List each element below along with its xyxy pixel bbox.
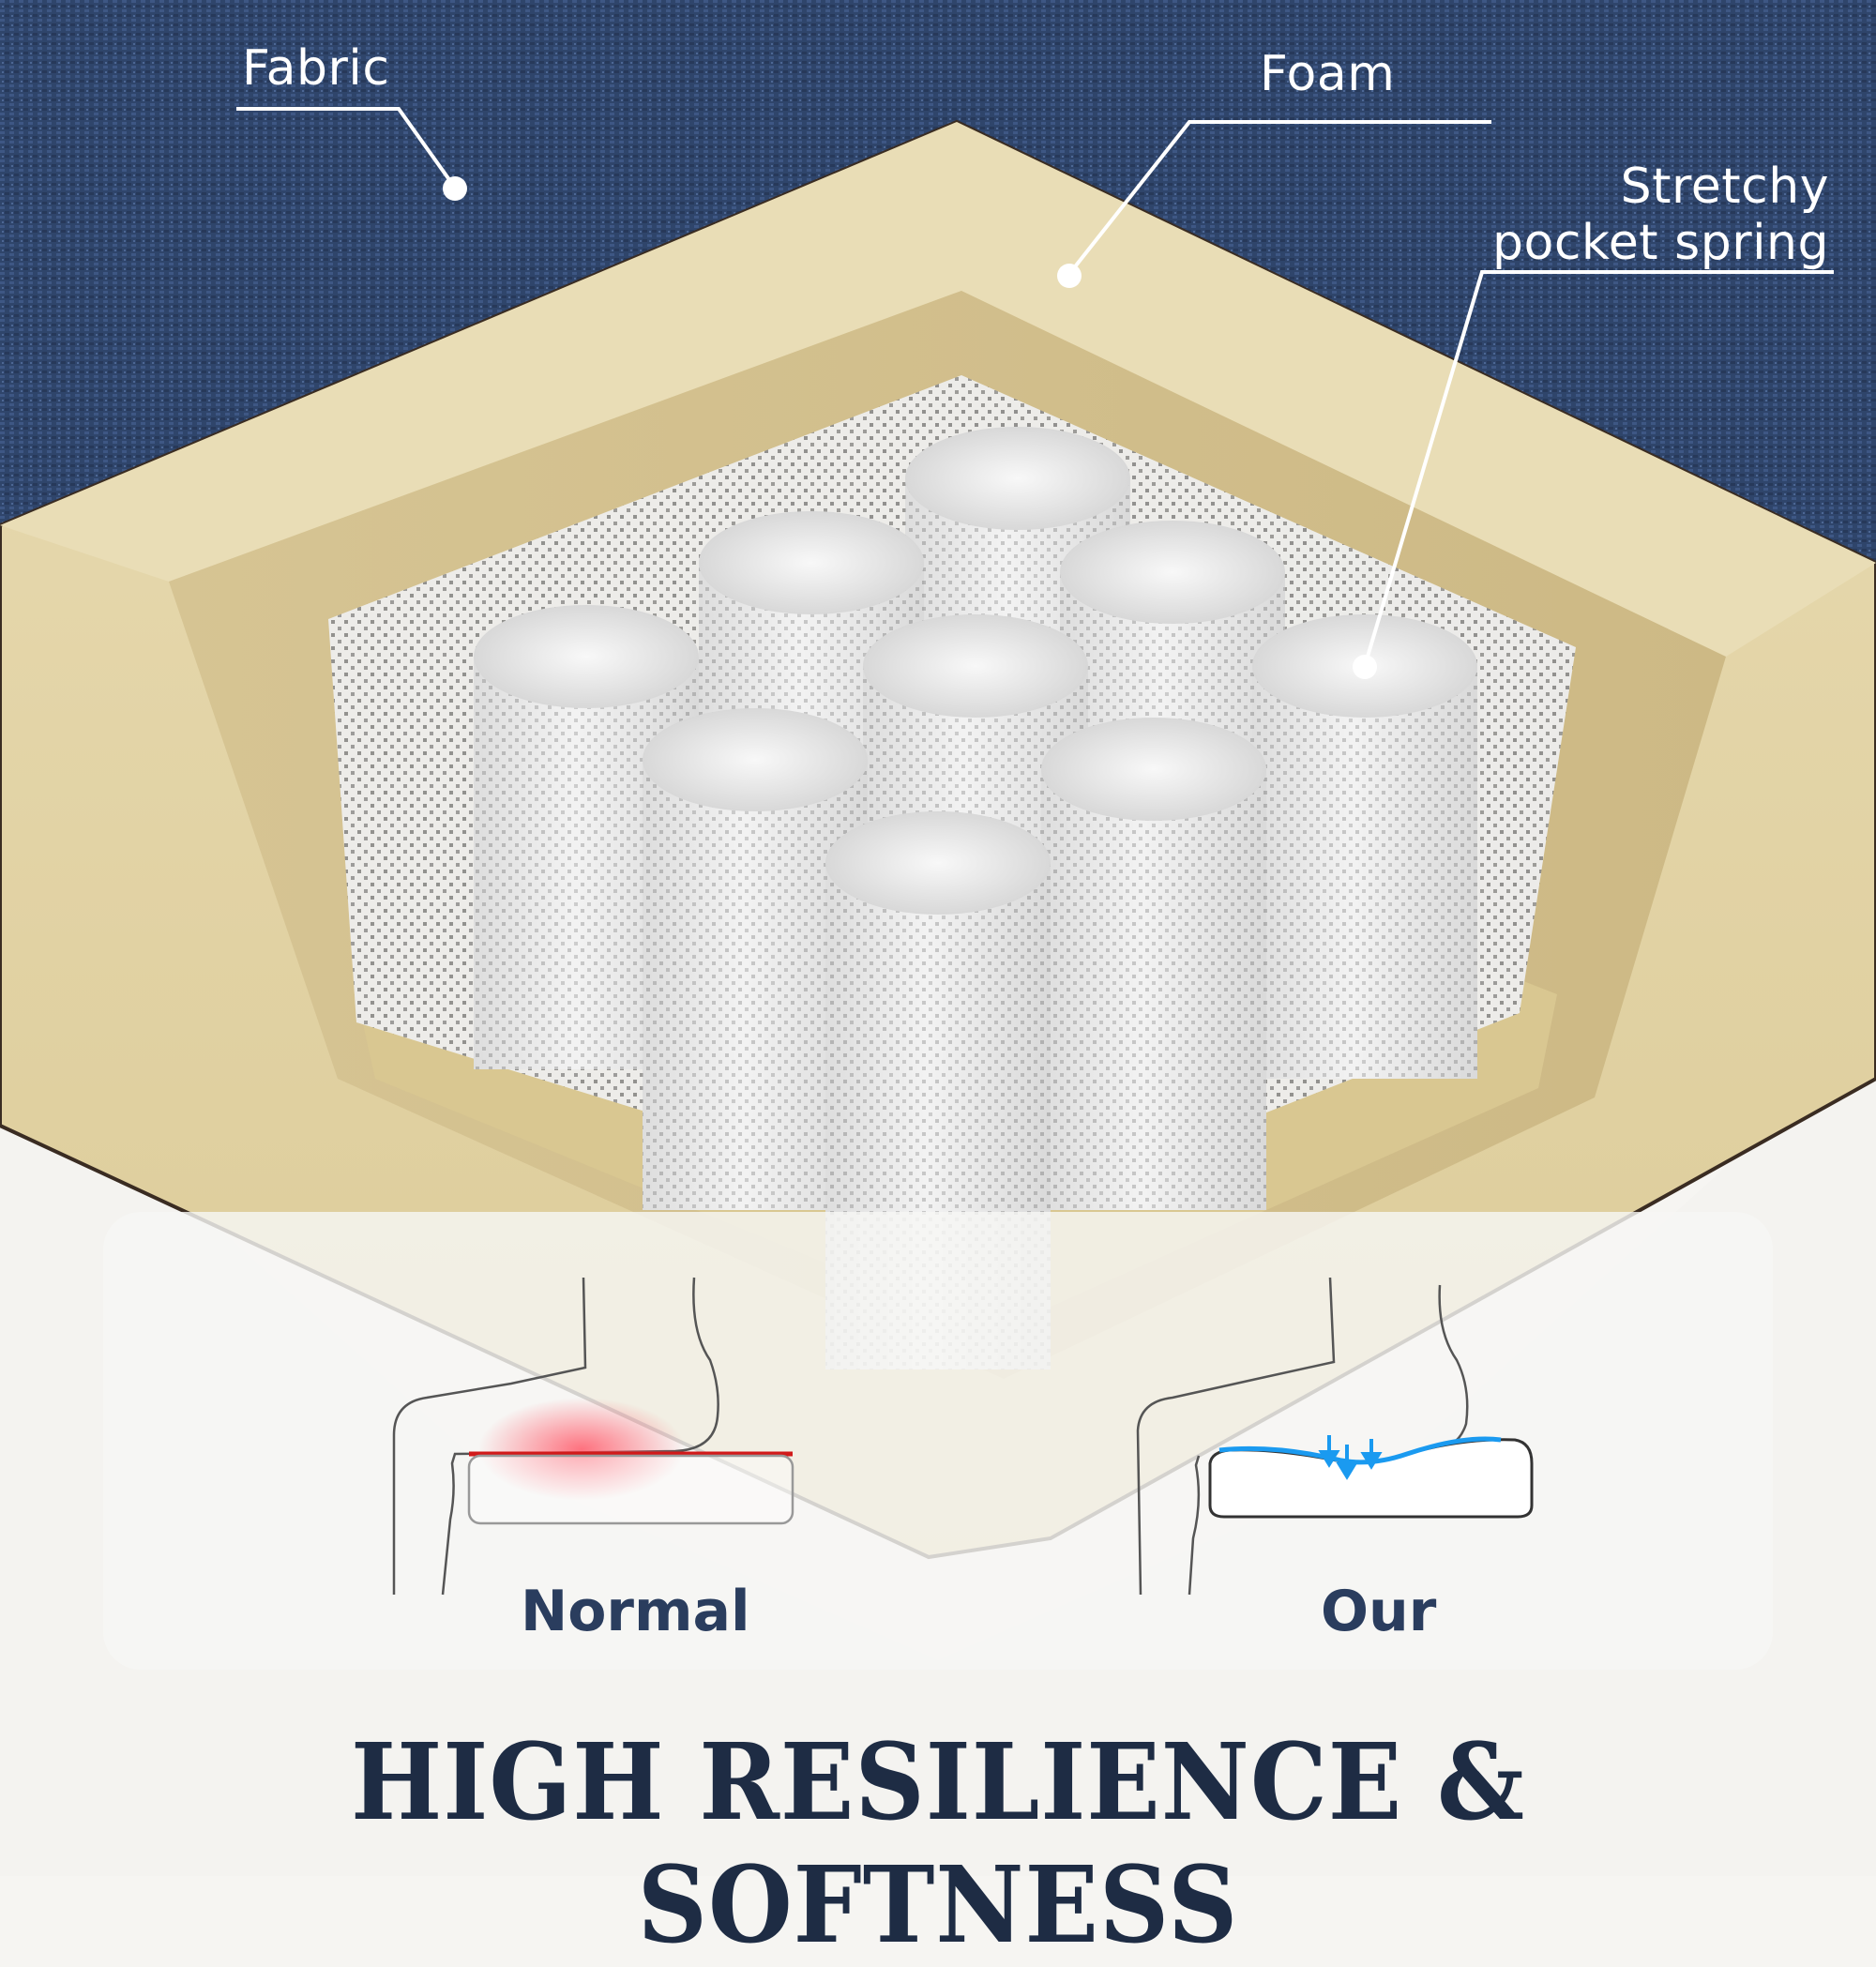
fabric-label: Fabric [242, 40, 390, 97]
comparison-panel [103, 1212, 1773, 1670]
fabric-callout-dot [443, 176, 467, 201]
pocket-springs [474, 427, 1477, 1369]
headline: HIGH RESILIENCE & SOFTNESS [350, 1721, 1526, 1967]
normal-label: Normal [521, 1579, 750, 1644]
foam-top-face [0, 122, 1876, 657]
spring-label-line1: Stretchy [1620, 159, 1829, 215]
pocket-spring-coil [1252, 614, 1477, 1079]
mattress-cutaway-illustration [0, 0, 1876, 1560]
spring-label: Stretchy pocket spring [1492, 159, 1829, 272]
our-label: Our [1321, 1579, 1437, 1644]
callout-lines [236, 107, 1834, 667]
spring-callout-dot [1353, 655, 1377, 679]
foam-callout-dot [1057, 264, 1082, 288]
pocket-spring-coil [1041, 718, 1266, 1210]
spring-label-line2: pocket spring [1492, 214, 1829, 271]
foam-label: Foam [1260, 46, 1396, 102]
